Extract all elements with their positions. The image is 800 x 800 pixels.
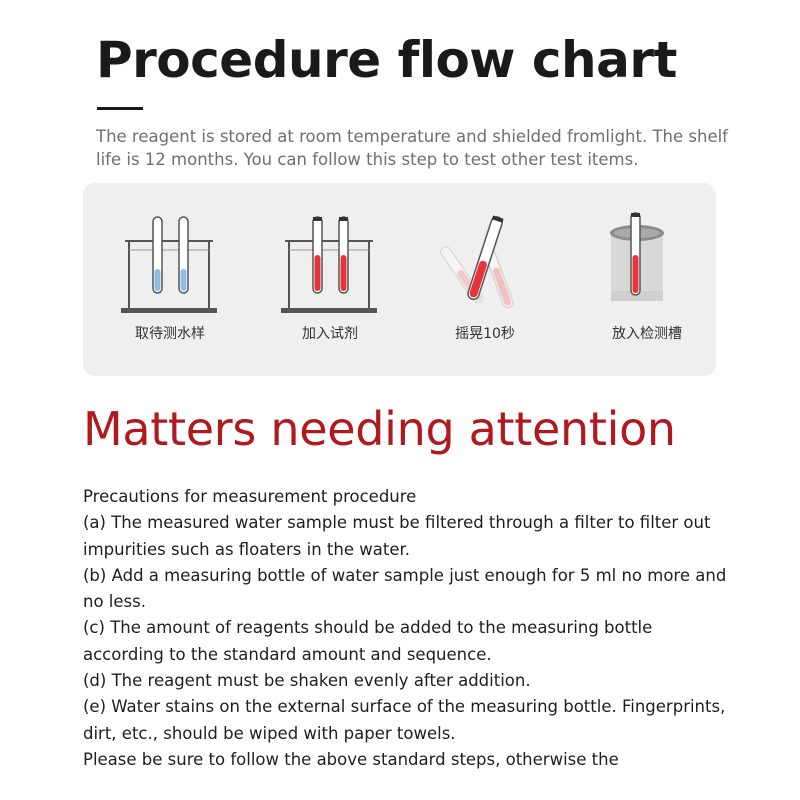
step-label: 摇晃10秒 <box>455 326 515 342</box>
intro-text: The reagent is stored at room temperatur… <box>96 127 728 169</box>
precaution-line: Please be sure to follow the above stand… <box>83 749 619 769</box>
precaution-line: (c) The amount of reagents should be add… <box>83 618 653 664</box>
step-label: 取待测水样 <box>135 326 205 342</box>
title-underline <box>97 107 143 110</box>
precaution-line: (e) Water stains on the external surface… <box>83 697 726 743</box>
step-shake: 摇晃10秒 <box>428 183 578 376</box>
procedure-steps-panel: 取待测水样 加入试剂 <box>83 183 716 376</box>
precaution-line: Precautions for measurement procedure <box>83 487 417 506</box>
precaution-line: (d) The reagent must be shaken evenly af… <box>83 671 531 691</box>
step-add-reagent: 加入试剂 <box>273 183 423 376</box>
precaution-line: (a) The measured water sample must be fi… <box>83 513 711 559</box>
beaker-with-red-tubes-icon <box>281 216 377 313</box>
precaution-line: (b) Add a measuring bottle of water samp… <box>83 565 727 612</box>
attention-title: Matters needing attention <box>83 402 676 456</box>
precautions-text: Precautions for measurement procedure (a… <box>83 484 733 773</box>
step-take-sample: 取待测水样 <box>113 183 263 376</box>
step-label: 放入检测槽 <box>612 326 682 342</box>
page-title: Procedure flow chart <box>96 31 677 89</box>
tube-in-detection-slot-icon <box>610 212 664 301</box>
step-place-in-slot: 放入检测槽 <box>591 183 741 376</box>
beaker-with-blue-tubes-icon <box>121 216 217 313</box>
shaking-tube-icon <box>440 215 514 309</box>
step-label: 加入试剂 <box>302 326 358 342</box>
